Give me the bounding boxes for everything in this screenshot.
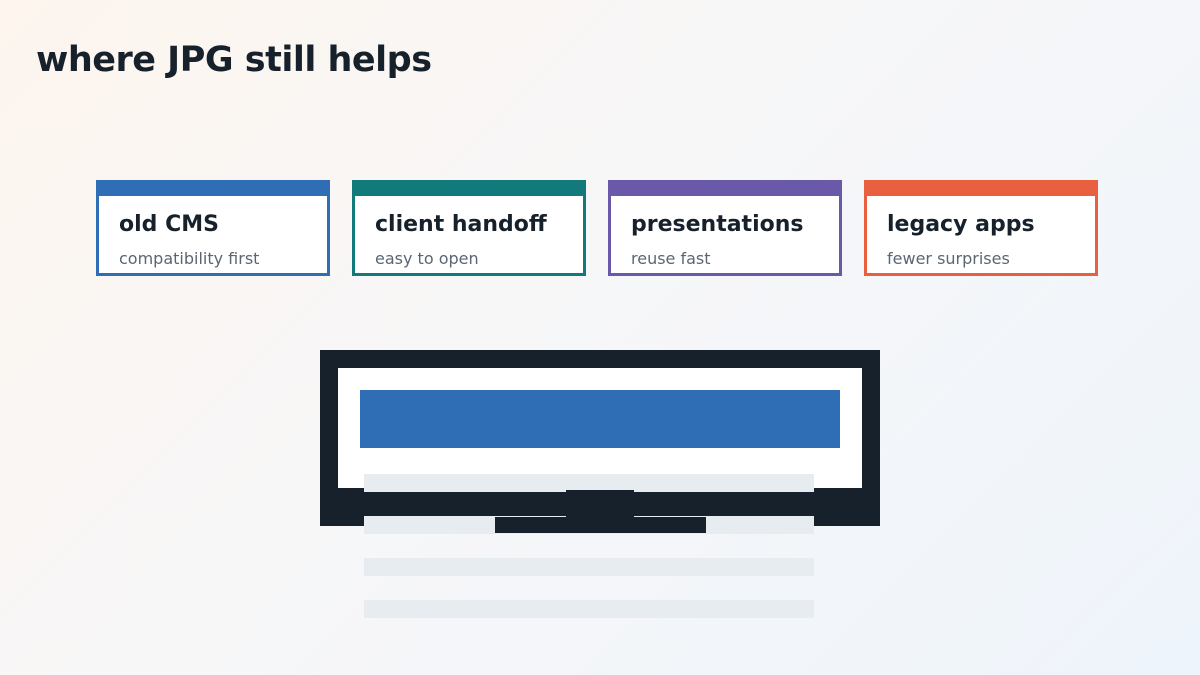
card-client-handoff: client handoff easy to open [352, 180, 586, 276]
card-old-cms: old CMS compatibility first [96, 180, 330, 276]
card-title: old CMS [119, 212, 219, 237]
monitor-stand-neck [566, 490, 634, 518]
monitor-stand-base [495, 517, 706, 533]
monitor-screen-bar [360, 390, 840, 448]
text-line [364, 600, 814, 618]
card-legacy-apps: legacy apps fewer surprises [864, 180, 1098, 276]
card-subtitle: compatibility first [119, 249, 260, 268]
card-title: presentations [631, 212, 804, 237]
card-presentations: presentations reuse fast [608, 180, 842, 276]
card-title: client handoff [375, 212, 547, 237]
card-subtitle: reuse fast [631, 249, 711, 268]
text-line [364, 474, 814, 492]
text-line [364, 558, 814, 576]
card-subtitle: easy to open [375, 249, 479, 268]
slide-title: where JPG still helps [36, 40, 432, 80]
card-title: legacy apps [887, 212, 1035, 237]
card-subtitle: fewer surprises [887, 249, 1010, 268]
